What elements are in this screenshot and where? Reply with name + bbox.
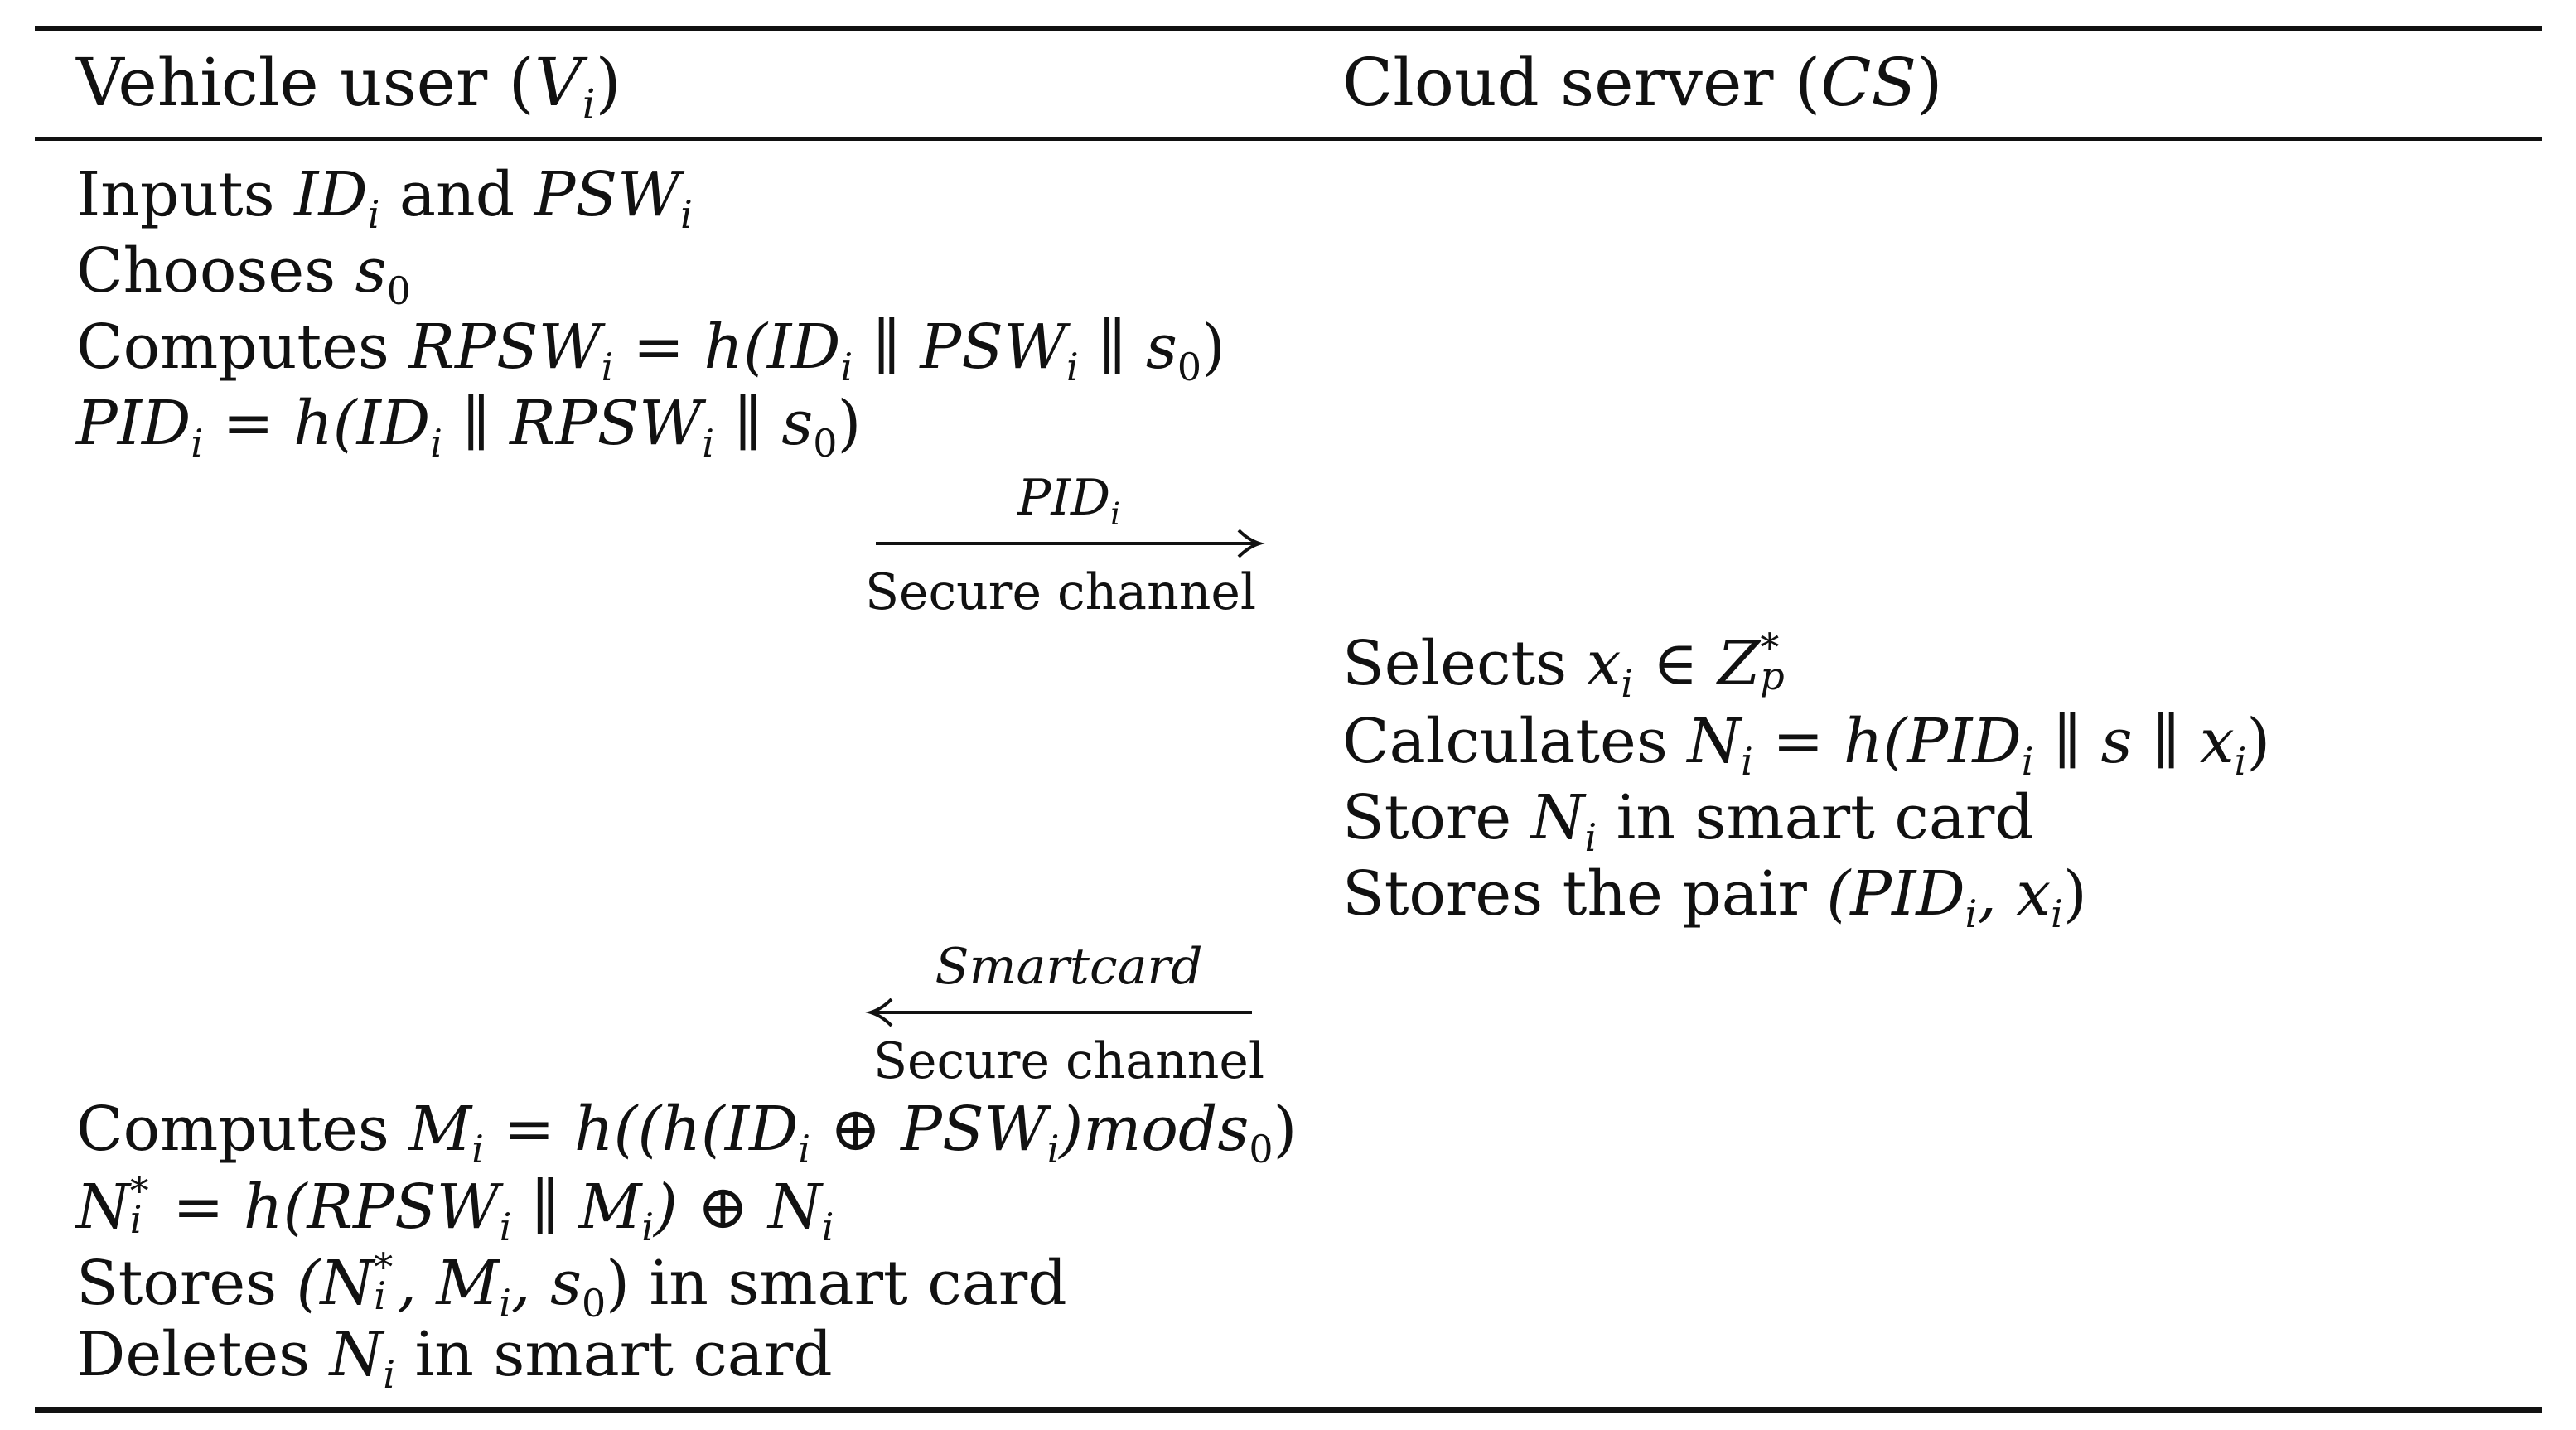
cloud-server-header: Cloud server (CS) bbox=[1342, 44, 1943, 121]
vehicle-step-deletes: Deletes Ni in smart card bbox=[76, 1319, 833, 1397]
vehicle-step-compute-rpsw: Computes RPSWi = h(IDi ∥ PSWi ∥ s0) bbox=[76, 312, 1225, 389]
cloud-server-symbol: CS bbox=[1820, 44, 1917, 121]
arrow-pid-caption: Secure channel bbox=[864, 563, 1257, 621]
server-step-stores-pair: Stores the pair (PIDi, xi) bbox=[1342, 858, 2087, 936]
vehicle-step-compute-pid: PIDi = h(IDi ∥ RPSWi ∥ s0) bbox=[76, 388, 862, 466]
table-header-rule bbox=[35, 137, 2542, 141]
arrow-smartcard-caption: Secure channel bbox=[872, 1032, 1265, 1090]
vehicle-step-chooses: Chooses s0 bbox=[76, 235, 411, 313]
vehicle-user-symbol: V bbox=[534, 44, 582, 121]
server-step-selects: Selects xi ∈ Z*p bbox=[1342, 624, 1785, 706]
vehicle-step-compute-nstar: N*i = h(RPSWi ∥ Mi) ⊕ Ni bbox=[76, 1167, 834, 1249]
arrow-pid-label: PIDi bbox=[1017, 469, 1121, 532]
table-top-rule bbox=[35, 26, 2542, 31]
server-step-calculates: Calculates Ni = h(PIDi ∥ s ∥ xi) bbox=[1342, 706, 2271, 784]
left-arrow-icon bbox=[865, 998, 1252, 1027]
arrow-smartcard-label: Smartcard bbox=[935, 938, 1203, 996]
vehicle-user-symbol-sub: i bbox=[582, 80, 596, 128]
cloud-server-title: Cloud server bbox=[1342, 44, 1774, 121]
vehicle-step-stores: Stores (N*i, Mi, s0) in smart card bbox=[76, 1244, 1067, 1326]
vehicle-user-title: Vehicle user bbox=[76, 44, 488, 121]
vehicle-step-inputs: Inputs IDi and PSWi bbox=[76, 159, 693, 237]
server-step-store: Store Ni in smart card bbox=[1342, 782, 2034, 860]
table-bottom-rule bbox=[35, 1407, 2542, 1413]
vehicle-step-compute-m: Computes Mi = h((h(IDi ⊕ PSWi)mods0) bbox=[76, 1094, 1298, 1172]
right-arrow-icon bbox=[876, 529, 1265, 558]
vehicle-user-header: Vehicle user (Vi) bbox=[76, 44, 621, 128]
